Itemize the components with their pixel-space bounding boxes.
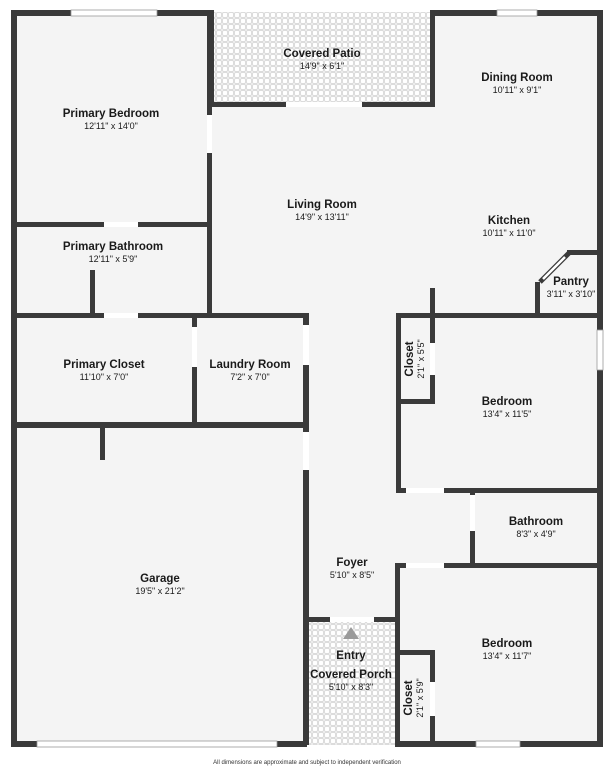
wall-laundry-right bbox=[303, 313, 309, 745]
door-lower-bedroom bbox=[406, 563, 444, 568]
label-bathroom: Bathroom bbox=[509, 516, 563, 528]
wall-left bbox=[11, 10, 17, 747]
door-primary-bath bbox=[104, 222, 138, 227]
windows bbox=[36, 9, 604, 748]
wall-right bbox=[597, 10, 603, 747]
dim-kitchen: 10'11" x 11'0" bbox=[482, 228, 535, 238]
label-covered-patio: Covered Patio bbox=[283, 48, 360, 60]
wall-pantry-top bbox=[567, 250, 603, 255]
label-entry: Entry bbox=[336, 650, 366, 662]
wall-primary-bedroom-right bbox=[207, 10, 212, 316]
label-kitchen: Kitchen bbox=[488, 215, 530, 227]
dim-primary-closet: 11'10" x 7'0" bbox=[80, 372, 129, 382]
window-lower-bedroom bbox=[475, 740, 521, 748]
dim-foyer: 5'10" x 8'5" bbox=[330, 570, 374, 580]
label-covered-porch: Covered Porch bbox=[310, 669, 392, 681]
wall-closet-upper-bottom bbox=[396, 399, 435, 404]
door-bathroom bbox=[470, 495, 475, 531]
dim-bedroom-lower: 13'4" x 11'7" bbox=[483, 651, 532, 661]
door-entry bbox=[330, 617, 374, 622]
wall-primary-bath-bottom bbox=[11, 313, 308, 318]
disclaimer: All dimensions are approximate and subje… bbox=[213, 760, 401, 766]
wall-garage-stub bbox=[100, 422, 105, 460]
dim-covered-patio: 14'9" x 6'1" bbox=[300, 61, 344, 71]
door-laundry-right bbox=[303, 325, 309, 365]
pantry-door bbox=[538, 250, 572, 284]
label-foyer: Foyer bbox=[336, 557, 368, 569]
dim-bathroom: 8'3" x 4'9" bbox=[516, 529, 555, 539]
door-primary-bedroom bbox=[207, 115, 212, 153]
door-closet-lower bbox=[430, 682, 435, 716]
porch-floor bbox=[306, 620, 396, 745]
wall-primary-bath-stub bbox=[90, 270, 95, 316]
door-garage bbox=[303, 432, 309, 470]
window-dining bbox=[496, 9, 538, 17]
label-pantry: Pantry bbox=[553, 276, 589, 288]
door-laundry-left bbox=[192, 327, 197, 367]
wall-upper-bedroom-bottom bbox=[396, 488, 603, 493]
label-closet-lower: Closet bbox=[403, 680, 415, 715]
dim-living-room: 14'9" x 13'11" bbox=[295, 212, 349, 222]
label-laundry-room: Laundry Room bbox=[209, 359, 290, 371]
label-closet-upper: Closet bbox=[404, 341, 416, 376]
dim-dining-room: 10'11" x 9'1" bbox=[493, 85, 542, 95]
dim-pantry: 3'11" x 3'10" bbox=[547, 289, 596, 299]
wall-garage-top bbox=[11, 422, 309, 428]
room-labels: Covered Patio 14'9" x 6'1" Dining Room 1… bbox=[63, 48, 596, 718]
window-garage bbox=[36, 740, 278, 748]
label-dining-room: Dining Room bbox=[481, 72, 553, 84]
dim-garage: 19'5" x 21'2" bbox=[135, 586, 184, 596]
dim-primary-bedroom: 12'11" x 14'0" bbox=[84, 121, 138, 131]
label-living-room: Living Room bbox=[287, 199, 357, 211]
dim-closet-lower: 2'1" x 5'9" bbox=[415, 678, 425, 717]
window-upper-bedroom bbox=[596, 329, 604, 371]
wall-upper-bedroom-top bbox=[396, 313, 603, 318]
label-primary-bedroom: Primary Bedroom bbox=[63, 108, 160, 120]
door-closet-upper bbox=[430, 343, 435, 375]
label-bedroom-upper: Bedroom bbox=[482, 396, 532, 408]
wall-closet-lower-top bbox=[395, 650, 435, 655]
wall-kitchen-stub bbox=[430, 288, 435, 318]
patio-floor bbox=[211, 12, 433, 105]
dim-bedroom-upper: 13'4" x 11'5" bbox=[483, 409, 532, 419]
label-bedroom-lower: Bedroom bbox=[482, 638, 532, 650]
door-patio-living bbox=[286, 102, 362, 107]
window-primary-bedroom bbox=[70, 9, 158, 17]
dim-covered-porch: 5'10" x 8'3" bbox=[329, 682, 373, 692]
label-primary-closet: Primary Closet bbox=[63, 359, 144, 371]
dim-laundry-room: 7'2" x 7'0" bbox=[230, 372, 269, 382]
door-gaps bbox=[104, 102, 475, 716]
entry-arrow-icon bbox=[343, 627, 359, 639]
wall-primary-closet-right bbox=[192, 313, 197, 427]
wall-patio-right bbox=[430, 10, 435, 107]
label-garage: Garage bbox=[140, 573, 180, 585]
wall-pantry-left bbox=[535, 282, 540, 318]
door-primary-closet bbox=[104, 313, 138, 318]
door-upper-bedroom bbox=[406, 488, 444, 493]
label-primary-bathroom: Primary Bathroom bbox=[63, 241, 163, 253]
dim-primary-bathroom: 12'11" x 5'9" bbox=[89, 254, 138, 264]
dim-closet-upper: 2'1" x 5'5" bbox=[416, 339, 426, 378]
wall-bathroom-bottom bbox=[396, 563, 603, 568]
